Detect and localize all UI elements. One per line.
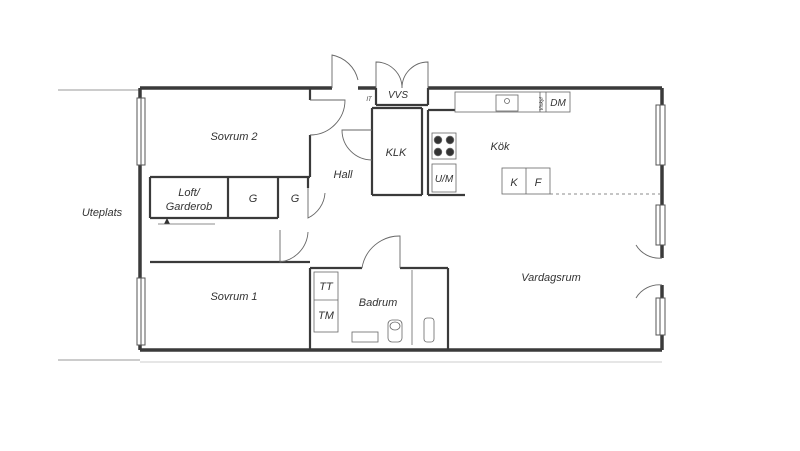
label-g2: G xyxy=(291,193,300,205)
label-g1: G xyxy=(249,193,258,205)
label-vardagsrum: Vardagsrum xyxy=(521,272,581,284)
label-uteplats: Uteplats xyxy=(82,207,123,219)
label-sovrum1: Sovrum 1 xyxy=(210,291,257,303)
stove-burners xyxy=(433,135,455,157)
label-it: IT xyxy=(366,97,373,103)
terrace-outline xyxy=(58,89,140,361)
label-vvs: VVS xyxy=(388,90,408,101)
label-vinkyl: Vinkyl xyxy=(539,96,545,110)
label-kok: Kök xyxy=(491,141,510,153)
label-tt: TT xyxy=(319,281,334,293)
kitchen-counter-top xyxy=(454,91,571,113)
laundry-column xyxy=(313,271,339,333)
sink xyxy=(495,94,519,112)
room-labels: Uteplats Sovrum 2 Loft/ Garderob G G Hal… xyxy=(82,90,581,322)
label-badrum: Badrum xyxy=(359,297,398,309)
label-dm: DM xyxy=(550,98,566,109)
shower-fixture xyxy=(423,317,435,343)
label-tm: TM xyxy=(318,310,335,322)
doors xyxy=(279,54,663,299)
toilet xyxy=(387,319,403,343)
stair-marker xyxy=(164,218,170,224)
label-um: U/M xyxy=(435,174,454,185)
label-hall: Hall xyxy=(334,169,354,181)
fixtures xyxy=(158,91,660,345)
outer-walls xyxy=(138,86,664,352)
label-sovrum2: Sovrum 2 xyxy=(210,131,257,143)
windows xyxy=(136,97,666,346)
bathroom-sink xyxy=(351,331,379,343)
label-f: F xyxy=(535,177,543,189)
label-loft-2: Garderob xyxy=(166,201,212,213)
label-k: K xyxy=(510,177,518,189)
interior-walls xyxy=(148,88,465,350)
label-klk: KLK xyxy=(386,147,407,159)
label-loft-1: Loft/ xyxy=(178,187,200,199)
